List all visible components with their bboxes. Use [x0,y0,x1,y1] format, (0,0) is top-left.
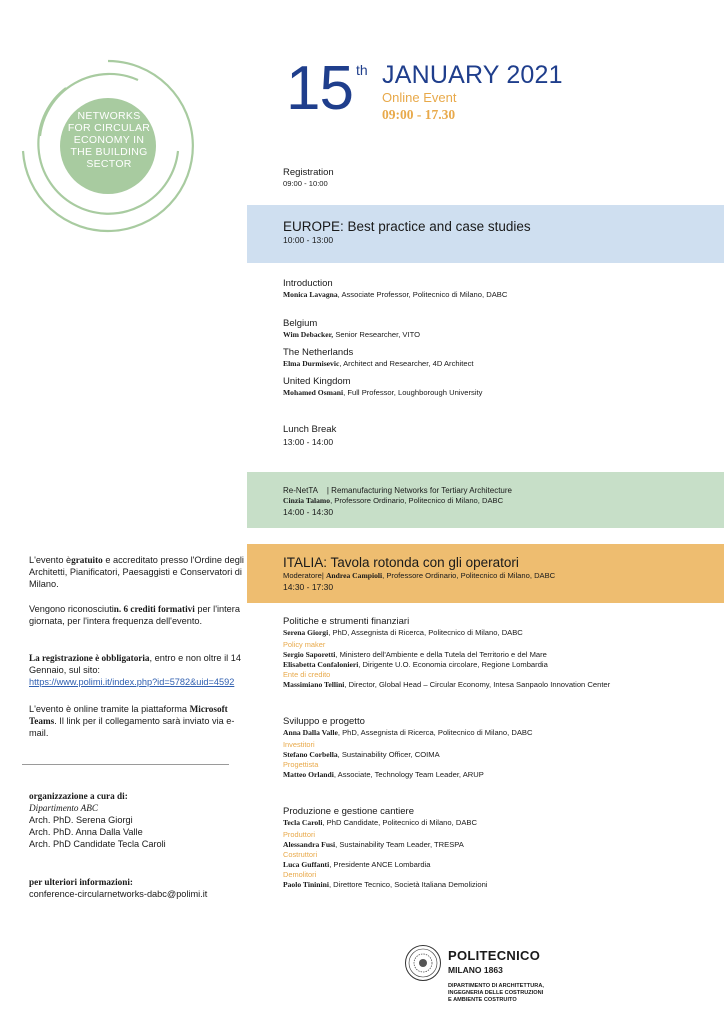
europe-time: 10:00 - 13:00 [283,235,334,245]
renetta-band [247,472,724,528]
registration-time: 09:00 - 10:00 [283,179,328,188]
event-day-suffix: th [356,62,368,78]
info-accreditation: L'evento ègratuito e accreditato presso … [29,555,244,589]
renetta-block: Re-NetTA | Remanufacturing Networks for … [283,486,512,517]
divider [22,764,229,765]
italia-heading: ITALIA: Tavola rotonda con gli operatori… [283,555,556,592]
italia-section: Politiche e strumenti finanziari Serena … [283,616,611,689]
europe-item: Belgium Wim Debacker, Senior Researcher,… [283,318,421,339]
event-hours: 09:00 - 17.30 [382,107,456,122]
europe-item: The Netherlands Elma Durmisevic, Archite… [283,347,474,368]
contact-email[interactable]: conference-circularnetworks-dabc@polimi.… [29,889,208,899]
italia-title: ITALIA: Tavola rotonda con gli operatori [283,555,519,570]
event-day: 15 [286,54,354,123]
event-month-year: JANUARY 2021 [382,61,563,89]
info-registration: La registrazione è obbligatoria, entro e… [29,653,241,687]
europe-heading: EUROPE: Best practice and case studies 1… [283,219,531,245]
polimi-city: MILANO 1863 [448,965,503,975]
polimi-name: POLITECNICO [448,948,541,963]
europe-item: Introduction Monica Lavagna, Associate P… [283,278,508,299]
italia-section: Produzione e gestione cantiere Tecla Car… [283,806,488,889]
lunch-block: Lunch Break 13:00 - 14:00 [283,424,337,447]
info-credits: Vengono riconosciutin. 6 crediti formati… [29,604,240,626]
contact-block: per ulteriori informazioni: conference-c… [29,876,244,900]
italia-band [247,544,724,603]
registration-label: Registration [283,167,334,178]
circular-networks-logo [21,59,194,233]
europe-band [247,205,724,263]
polimi-department: DIPARTIMENTO DI ARCHITETTURA, INGEGNERIA… [448,983,544,1003]
info-platform: L'evento è online tramite la piattaforma… [29,704,235,738]
registration-block: Registration 09:00 - 10:00 [283,167,334,189]
organization-block: organizzazione a cura di: Dipartimento A… [29,791,166,849]
logo-title: NETWORKS FOR CIRCULAR ECONOMY IN THE BUI… [67,110,151,170]
registration-link[interactable]: https://www.polimi.it/index.php?id=5782&… [29,677,235,687]
italia-section: Sviluppo e progetto Anna Dalla Valle, Ph… [283,716,533,779]
polimi-seal-icon [405,945,441,981]
europe-title: EUROPE: Best practice and case studies [283,219,531,234]
europe-item: United Kingdom Mohamed Osmani, Full Prof… [283,376,483,397]
event-type: Online Event [382,90,457,105]
